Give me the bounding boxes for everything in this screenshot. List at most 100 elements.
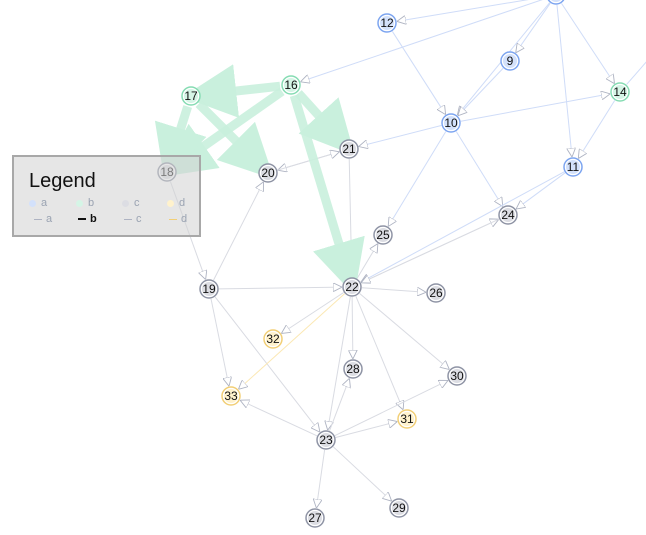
edge-12-10: [391, 31, 445, 114]
edge-19-23: [214, 296, 320, 432]
legend-edge-d: d: [169, 213, 187, 225]
node-12[interactable]: 12: [377, 13, 397, 33]
node-20-label: 20: [261, 166, 275, 180]
edge-23-33: [240, 400, 318, 437]
edge-13-9: [516, 2, 551, 53]
legend-node-a: a: [29, 197, 47, 209]
node-11-fill: [566, 160, 580, 174]
edge-22-32: [281, 292, 344, 333]
edge-23-29: [332, 446, 391, 501]
edge-16-21: [295, 90, 355, 156]
legend-edge-a-label: a: [46, 213, 53, 225]
node-19-label: 19: [202, 282, 216, 296]
node-25-label: 25: [376, 228, 390, 242]
node-23-label: 23: [319, 433, 333, 447]
node-22[interactable]: 22: [342, 277, 362, 297]
nodes-layer: 1291011131416171819202122232425262728293…: [157, 0, 630, 528]
node-16-fill: [284, 78, 298, 92]
edge-10-21: [359, 124, 442, 146]
edge-17-18: [154, 105, 207, 181]
edge-24-22: [361, 218, 500, 283]
node-11-label: 11: [567, 160, 580, 174]
legend-node-b-swatch: [76, 199, 83, 207]
node-17[interactable]: 17: [181, 86, 201, 106]
legend-edge-b: b: [78, 213, 97, 225]
edges-layer: [154, 0, 646, 508]
node-30-label: 30: [450, 369, 464, 383]
node-22-label: 22: [345, 280, 359, 294]
node-24[interactable]: 24: [498, 205, 518, 225]
legend-edge-a-swatch: [34, 218, 42, 220]
node-28-label: 28: [346, 362, 360, 376]
node-12-label: 12: [380, 16, 394, 30]
edge-16-22: [289, 94, 365, 296]
node-28-fill: [346, 362, 360, 376]
node-33-label: 33: [224, 389, 238, 403]
node-32-label: 32: [266, 332, 280, 346]
node-16[interactable]: 16: [281, 75, 301, 95]
edge-11-22: [361, 171, 565, 282]
node-14-label: 14: [613, 85, 627, 99]
node-19[interactable]: 19: [199, 279, 219, 299]
node-33[interactable]: 33: [221, 386, 241, 406]
node-29[interactable]: 29: [389, 498, 409, 518]
edge-22-30: [359, 293, 450, 369]
node-14-fill: [613, 85, 627, 99]
node-9-label: 9: [507, 54, 514, 68]
edge-13-11: [556, 4, 572, 157]
edge-22-28: [352, 296, 353, 359]
node-31-label: 31: [400, 412, 414, 426]
node-24-label: 24: [501, 208, 515, 222]
edge-10-25: [388, 131, 447, 227]
legend-edge-b-swatch: [78, 218, 86, 221]
edge-19-33: [210, 298, 229, 386]
node-14[interactable]: 14: [610, 82, 630, 102]
node-26-label: 26: [429, 286, 443, 300]
node-26[interactable]: 26: [426, 283, 446, 303]
node-32[interactable]: 32: [263, 329, 283, 349]
node-29-label: 29: [392, 501, 406, 515]
node-33-fill: [224, 389, 238, 403]
node-9[interactable]: 9: [500, 51, 520, 71]
legend-node-c: c: [122, 197, 140, 209]
edge-23-31: [335, 422, 398, 438]
legend-edge-b-label: b: [90, 213, 97, 225]
node-23[interactable]: 23: [316, 430, 336, 450]
legend-node-c-swatch: [122, 199, 129, 207]
node-27[interactable]: 27: [305, 508, 325, 528]
legend-node-d-swatch: [167, 199, 174, 207]
legend-edge-c-swatch: [124, 218, 132, 220]
node-27-fill: [308, 511, 322, 525]
edge-22-31: [355, 296, 403, 410]
node-10[interactable]: 10: [441, 113, 461, 133]
edge-14--1: [626, 61, 646, 85]
node-13[interactable]: 13: [547, 0, 565, 5]
node-21-label: 21: [342, 142, 356, 156]
edge-13-14: [561, 3, 615, 83]
node-21[interactable]: 21: [339, 139, 359, 159]
edge-22-23: [328, 296, 351, 430]
edge-11-24: [516, 172, 566, 209]
edge-19-20: [213, 182, 264, 281]
node-28[interactable]: 28: [343, 359, 363, 379]
edge-10-14: [460, 94, 610, 122]
edge-22-26: [361, 288, 426, 293]
node-20[interactable]: 20: [258, 163, 278, 183]
node-30[interactable]: 30: [447, 366, 467, 386]
legend-node-a-swatch: [29, 199, 36, 207]
node-13-label: 13: [549, 0, 563, 2]
node-11[interactable]: 11: [563, 157, 583, 177]
legend-node-b-label: b: [88, 197, 95, 209]
node-21-fill: [342, 142, 356, 156]
node-10-fill: [444, 116, 458, 130]
node-17-label: 17: [184, 89, 198, 103]
edge-19-22: [218, 287, 342, 289]
node-13-fill: [551, 0, 561, 2]
node-31[interactable]: 31: [397, 409, 417, 429]
legend-edge-c: c: [124, 213, 142, 225]
node-9-fill: [503, 54, 517, 68]
node-25[interactable]: 25: [373, 225, 393, 245]
edge-23-30: [334, 380, 448, 437]
node-12-fill: [380, 16, 394, 30]
